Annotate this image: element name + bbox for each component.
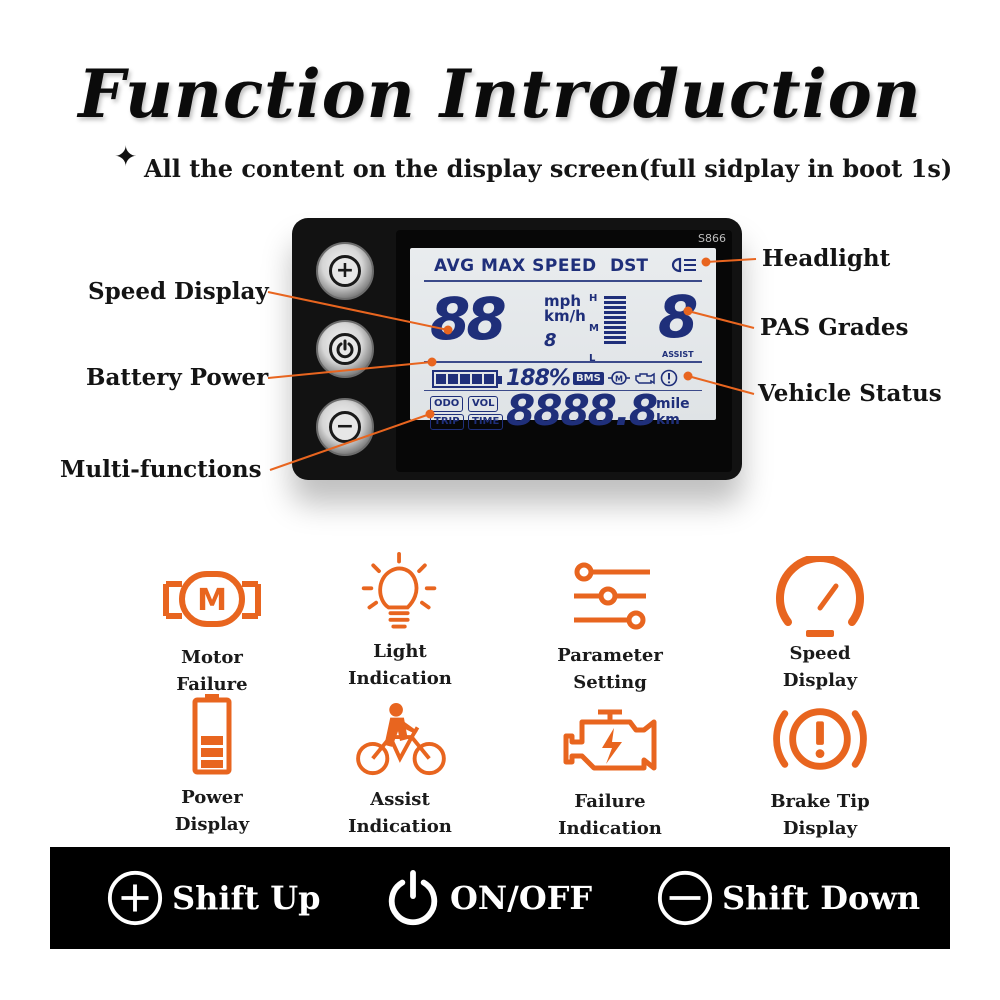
model-number: S866 (698, 232, 726, 245)
lcd-tag-time: TIME (468, 414, 504, 430)
unit-mph: mph (544, 292, 582, 310)
lcd-assist-label: ASSIST (662, 350, 694, 359)
feature-label-line1: Motor (181, 647, 243, 668)
svg-text:M: M (197, 583, 227, 618)
feature-label-line2: Display (782, 818, 858, 839)
lcd-power-levels: H M L (589, 294, 599, 364)
speedometer-icon (776, 554, 864, 637)
level-h: H (589, 293, 598, 304)
lcd-tag-odo: ODO (430, 396, 464, 412)
callout-vehicle-status: Vehicle Status (758, 380, 942, 407)
engine-icon (563, 709, 657, 771)
minus-icon: − (329, 411, 361, 443)
feature-label-line1: Power (181, 787, 243, 808)
plus-circle-icon (107, 870, 163, 926)
page-title: Function Introduction (78, 55, 922, 133)
callout-pas-grades: PAS Grades (760, 314, 909, 341)
feature-label-line1: Parameter (557, 645, 663, 666)
sliders-icon (574, 562, 650, 630)
feature-label-line2: Indication (558, 818, 662, 839)
lcd-tag-trip: TRIP (430, 414, 464, 430)
lcd-odometer-digits: 8888.8 (506, 386, 658, 435)
headlight-icon (668, 257, 698, 277)
feature-label-line2: Display (174, 814, 250, 835)
unit-mile: mile (656, 396, 690, 412)
legend-on-off: ON/OFF (384, 867, 592, 929)
light-bulb-icon (361, 552, 437, 629)
lcd-divider-mid (424, 361, 702, 363)
feature-label-line1: Speed (789, 643, 851, 664)
lcd-percent: 188% (506, 366, 571, 391)
unit-kmh: km/h (544, 307, 586, 325)
lcd-dst-label: DST (610, 256, 648, 276)
callout-multi-functions: Multi-functions (60, 456, 262, 483)
lcd-engine-icon (635, 372, 655, 385)
brake-warning-icon (773, 708, 867, 770)
lcd-assist-digit: 8 (658, 283, 699, 351)
cyclist-icon (356, 702, 446, 776)
lcd-divider-bottom (424, 390, 702, 391)
feature-label-line1: Failure (574, 791, 646, 812)
lcd-motor-icon: M (608, 371, 630, 385)
unit-km: km (656, 412, 680, 428)
lcd-warning-icon (660, 369, 678, 387)
lcd-speed-digits: 88 (430, 285, 507, 353)
plus-icon: + (329, 255, 361, 287)
lcd-small-digit: 8 (544, 330, 557, 351)
legend-shift-down-label: Shift Down (722, 879, 921, 917)
lcd-bms-badge: BMS (573, 372, 604, 385)
battery-icon (192, 694, 232, 775)
legend-shift-down: Shift Down (656, 867, 920, 929)
power-level-bars (604, 296, 630, 346)
feature-label-line1: Brake Tip (770, 791, 870, 812)
legend-shift-up: Shift Up (106, 867, 321, 929)
subtitle-row: ✦ All the content on the display screen(… (110, 140, 952, 190)
subtitle: All the content on the display screen(fu… (144, 154, 953, 183)
button-legend-bar: Shift Up ON/OFF Shift Down (50, 847, 950, 949)
plus-button: + (316, 242, 374, 300)
sparkle-icon: ✦ (114, 140, 138, 173)
lcd-divider-top (424, 280, 702, 282)
legend-shift-up-label: Shift Up (172, 879, 321, 917)
feature-label-line2: Failure (176, 674, 248, 695)
level-l: L (589, 353, 596, 364)
lcd-status-icons: M (608, 369, 678, 387)
feature-label-line2: Indication (348, 816, 452, 837)
lcd-tag-vol: VOL (468, 396, 499, 412)
feature-label-line2: Setting (573, 672, 647, 693)
callout-battery-power: Battery Power (86, 364, 269, 391)
level-m: M (589, 323, 599, 334)
feature-label-line1: Light (373, 641, 427, 662)
svg-text:M: M (615, 375, 623, 384)
lcd-battery-icon (432, 370, 502, 388)
power-icon (329, 333, 361, 365)
callout-headlight: Headlight (762, 245, 891, 272)
minus-button: − (316, 398, 374, 456)
feature-label-line2: Display (782, 670, 858, 691)
legend-on-off-label: ON/OFF (450, 879, 593, 917)
power-icon (388, 869, 438, 926)
feature-label-line1: Assist (370, 789, 430, 810)
power-button (316, 320, 374, 378)
lcd-speed-mode-labels: AVG MAX SPEED (434, 256, 597, 276)
callout-speed-display: Speed Display (88, 278, 269, 305)
motor-icon: M (163, 571, 261, 627)
feature-label-line2: Indication (348, 668, 452, 689)
minus-circle-icon (657, 870, 713, 926)
